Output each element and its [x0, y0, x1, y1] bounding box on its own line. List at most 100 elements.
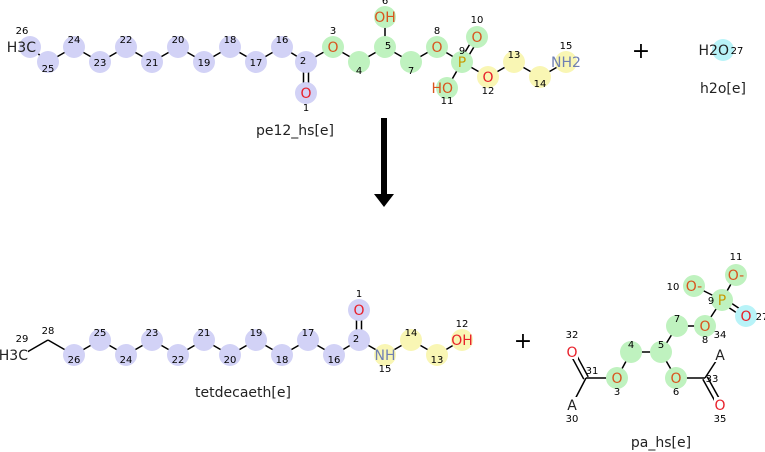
- atom-number-tetdecaeth-e-15: 15: [379, 364, 392, 375]
- atom-highlight-blue: [348, 299, 370, 321]
- atom-label-pe12-hs-e-11: HO: [431, 81, 453, 97]
- atom-number-pe12-hs-e-24: 24: [68, 35, 81, 46]
- atom-label-pa-hs-e-8: O: [699, 319, 710, 335]
- atom-number-tetdecaeth-e-25: 25: [94, 328, 107, 339]
- atom-label-pe12-hs-e-12: O: [482, 70, 493, 86]
- atom-number-tetdecaeth-e-18: 18: [276, 355, 289, 366]
- label-backdrop: [714, 397, 726, 412]
- atom-number-tetdecaeth-e-23: 23: [146, 328, 159, 339]
- atom-label-tetdecaeth-e-12: OH: [451, 333, 473, 349]
- atom-number-pe12-hs-e-13: 13: [508, 50, 521, 61]
- atom-number-pe12-hs-e-11: 11: [441, 96, 454, 107]
- atom-number-tetdecaeth-e-21: 21: [198, 328, 211, 339]
- atom-label-tetdecaeth-e-29: H3C: [0, 348, 28, 364]
- atom-number-pe12-hs-e-22: 22: [120, 35, 133, 46]
- atom-highlight-blue: [141, 51, 163, 73]
- reaction-arrow: [374, 118, 394, 207]
- atom-number-pe12-hs-e-20: 20: [172, 35, 185, 46]
- atom-number-tetdecaeth-e-26: 26: [68, 355, 81, 366]
- atom-label-pe12-hs-e-9: P: [458, 55, 466, 71]
- atom-highlight-blue: [193, 51, 215, 73]
- atom-highlight-blue: [295, 82, 317, 104]
- molecule-name-tetdecaeth: tetdecaeth[e]: [195, 385, 291, 401]
- atom-number-tetdecaeth-e-22: 22: [172, 355, 185, 366]
- atom-number-tetdecaeth-e-20: 20: [224, 355, 237, 366]
- atom-label-pa-hs-e-27: O: [740, 309, 751, 325]
- atom-highlight-green: [348, 51, 370, 73]
- atom-number-tetdecaeth-e-29: 29: [16, 334, 29, 345]
- molecule-name-pe12-hs: pe12_hs[e]: [256, 123, 334, 139]
- atom-highlight-yellow: [555, 51, 577, 73]
- atom-number-tetdecaeth-e-14: 14: [405, 328, 418, 339]
- atom-highlight-yellow: [529, 66, 551, 88]
- atom-label-pa-hs-e-6: O: [670, 371, 681, 387]
- atom-highlight-green: [466, 26, 488, 48]
- atom-highlight-blue: [141, 329, 163, 351]
- atom-highlight-yellow: [400, 329, 422, 351]
- atom-number-tetdecaeth-e-13: 13: [431, 355, 444, 366]
- atom-highlight-blue: [271, 344, 293, 366]
- atom-number-pe12-hs-e-7: 7: [408, 66, 414, 77]
- atom-label-h2o-e-27: H2O: [699, 43, 729, 59]
- atom-highlight-green: [620, 341, 642, 363]
- atom-highlight-green: [374, 6, 396, 28]
- atom-number-pe12-hs-e-23: 23: [94, 58, 107, 69]
- atom-label-tetdecaeth-e-1: O: [353, 303, 364, 319]
- atom-label-pe12-hs-e-15: NH2: [551, 55, 581, 71]
- atom-label-pa-hs-e-34: A: [715, 348, 725, 364]
- atom-highlight-blue: [89, 51, 111, 73]
- atom-number-pe12-hs-e-26: 26: [16, 26, 29, 37]
- atom-number-tetdecaeth-e-1: 1: [356, 289, 362, 300]
- atom-number-pa-hs-e-31: 31: [586, 366, 599, 377]
- atom-label-pe12-hs-e-3: O: [327, 40, 338, 56]
- atoms: H3C26252423222120191817162O1O345OH67O8P9…: [0, 0, 765, 425]
- atom-highlight-blue: [245, 329, 267, 351]
- atom-highlight-blue: [63, 36, 85, 58]
- atom-highlight-blue: [115, 36, 137, 58]
- atom-number-pe12-hs-e-2: 2: [300, 56, 306, 67]
- atom-number-pa-hs-e-5: 5: [658, 340, 664, 351]
- atom-highlight-blue: [271, 36, 293, 58]
- atom-number-pe12-hs-e-15: 15: [560, 41, 573, 52]
- atom-highlight-blue: [193, 329, 215, 351]
- plus-sign-top: +: [632, 39, 650, 64]
- atom-number-tetdecaeth-e-28: 28: [42, 326, 55, 337]
- atom-highlight-blue: [167, 344, 189, 366]
- atom-number-pe12-hs-e-4: 4: [356, 66, 362, 77]
- atom-highlight-green: [400, 51, 422, 73]
- atom-highlight-blue: [37, 51, 59, 73]
- atom-highlight-green: [650, 341, 672, 363]
- atom-highlight-green: [711, 289, 733, 311]
- atom-label-pa-hs-e-10: O-: [686, 279, 702, 295]
- atom-highlight-green: [694, 315, 716, 337]
- atom-number-pe12-hs-e-25: 25: [42, 64, 55, 75]
- atom-highlight-blue: [89, 329, 111, 351]
- atom-highlight-cyan: [712, 39, 734, 61]
- atom-highlight-blue: [297, 329, 319, 351]
- atom-number-pe12-hs-e-14: 14: [534, 79, 547, 90]
- atom-highlight-blue: [348, 329, 370, 351]
- atom-number-pe12-hs-e-8: 8: [434, 26, 440, 37]
- atom-number-pa-hs-e-11: 11: [730, 252, 743, 263]
- atom-number-pa-hs-e-30: 30: [566, 414, 579, 425]
- atom-number-pa-hs-e-7: 7: [674, 314, 680, 325]
- atom-highlights: [19, 6, 757, 389]
- atom-label-pa-hs-e-11: O-: [728, 268, 744, 284]
- atom-number-tetdecaeth-e-16: 16: [328, 355, 341, 366]
- molecule-name-pa-hs: pa_hs[e]: [631, 435, 691, 451]
- atom-highlight-green: [666, 315, 688, 337]
- atom-number-pe12-hs-e-16: 16: [276, 35, 289, 46]
- atom-number-pa-hs-e-33: 33: [706, 374, 719, 385]
- atom-highlight-blue: [19, 36, 41, 58]
- atom-highlight-yellow: [477, 66, 499, 88]
- atom-number-tetdecaeth-e-17: 17: [302, 328, 315, 339]
- atom-label-pa-hs-e-32: O: [566, 345, 577, 361]
- atom-highlight-blue: [219, 344, 241, 366]
- atom-number-tetdecaeth-e-24: 24: [120, 355, 133, 366]
- atom-label-pe12-hs-e-1: O: [300, 86, 311, 102]
- atom-highlight-green: [606, 367, 628, 389]
- atom-highlight-blue: [245, 51, 267, 73]
- atom-number-pe12-hs-e-17: 17: [250, 58, 263, 69]
- atom-highlight-yellow: [451, 329, 473, 351]
